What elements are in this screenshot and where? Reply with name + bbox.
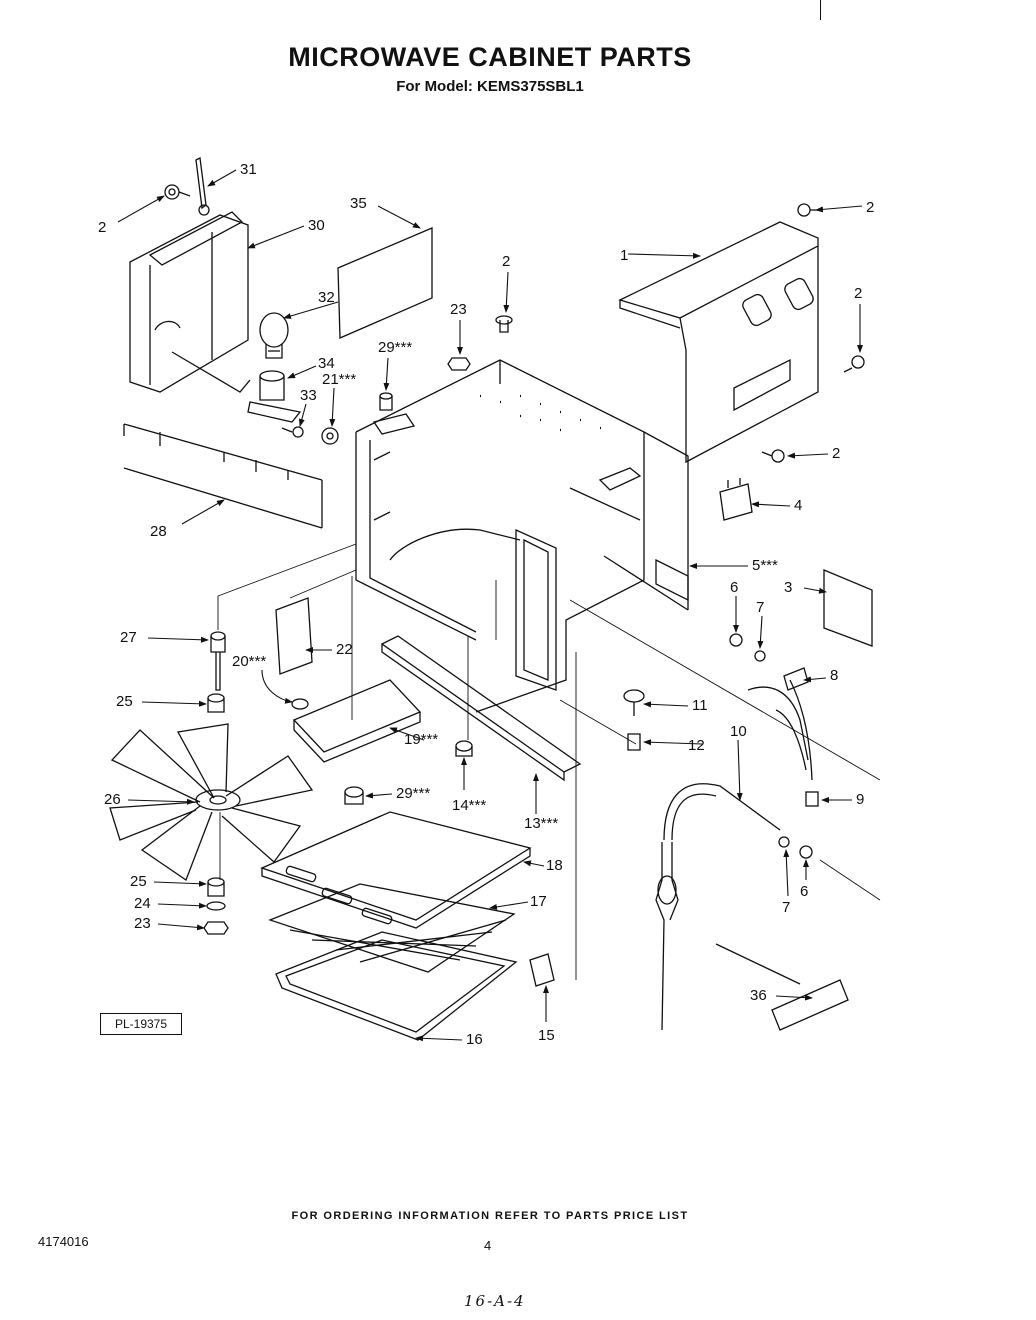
handwritten-note: 16-A-4 [464, 1292, 526, 1310]
shaft-27 [210, 631, 226, 691]
spacer-14 [455, 740, 473, 757]
tray-16 [275, 931, 518, 1041]
rack-17 [268, 883, 516, 973]
screw-icon [281, 426, 304, 438]
model-subtitle: For Model: KEMS375SBL1 [396, 78, 584, 95]
bushing-25 [207, 693, 225, 713]
grommet-icon [729, 633, 813, 859]
callout-2: 2 [502, 253, 510, 270]
callout-34: 34 [318, 355, 335, 372]
page-number: 4 [484, 1238, 492, 1253]
callout-1: 1 [620, 247, 628, 264]
lamp-housing-bracket [129, 211, 251, 393]
callout-21: 21*** [322, 371, 356, 388]
guide-lines [217, 543, 881, 980]
cavity-body [355, 359, 689, 713]
strip-13 [380, 635, 582, 782]
fastener-12 [627, 733, 641, 751]
latch-36 [715, 943, 849, 1031]
callout-16: 16 [466, 1031, 483, 1048]
callout-32: 32 [318, 289, 335, 306]
callout-23: 23 [450, 301, 467, 318]
cover-panel-3 [823, 569, 873, 647]
bushing-25-lower [207, 877, 225, 897]
callout-17: 17 [530, 893, 547, 910]
callout-labels: 31 2 30 35 2 1 2 2 32 23 29*** 34 21*** … [98, 161, 874, 1048]
switch-icon [719, 478, 753, 521]
callout-31: 31 [240, 161, 257, 178]
callout-6: 6 [800, 883, 808, 900]
plate-number: PL-19375 [100, 1013, 182, 1035]
plate-22 [275, 597, 313, 675]
screw-icon [164, 184, 191, 200]
stirrer-fan-icon [109, 723, 314, 882]
gear-icon [321, 427, 339, 445]
callout-26: 26 [104, 791, 121, 808]
callout-4: 4 [794, 497, 802, 514]
callout-18: 18 [546, 857, 563, 874]
callout-29: 29*** [378, 339, 412, 356]
mounting-holes [480, 394, 601, 432]
fastener-11 [623, 689, 645, 716]
bracket-19 [292, 679, 422, 763]
panel-35 [337, 227, 433, 339]
sensor-29 [372, 392, 416, 435]
callout-35: 35 [350, 195, 367, 212]
callout-13: 13*** [524, 815, 558, 832]
screw-icon [495, 315, 513, 333]
callout-5: 5*** [752, 557, 778, 574]
callout-19: 19*** [404, 731, 438, 748]
callout-14: 14*** [452, 797, 486, 814]
callout-6: 6 [730, 579, 738, 596]
callout-2: 2 [98, 219, 106, 236]
callout-20: 20*** [232, 653, 266, 670]
cover-plate-18 [260, 811, 532, 929]
bracket-31 [195, 157, 210, 216]
callout-28: 28 [150, 523, 167, 540]
leader-lines [117, 169, 863, 1042]
callout-7: 7 [756, 599, 764, 616]
callout-25: 25 [116, 693, 133, 710]
callout-2: 2 [832, 445, 840, 462]
callout-8: 8 [830, 667, 838, 684]
callout-22: 22 [336, 641, 353, 658]
callout-9: 9 [856, 791, 864, 808]
wire-harness [747, 667, 813, 781]
sensor-29-lower [344, 786, 364, 805]
rail-28 [123, 423, 323, 529]
washer-24 [206, 901, 226, 911]
spacer-20 [291, 698, 309, 710]
page-title: MICROWAVE CABINET PARTS [288, 42, 692, 72]
callout-29: 29*** [396, 785, 430, 802]
clip-15 [529, 953, 555, 987]
screw-icon [761, 203, 865, 463]
callout-3: 3 [784, 579, 792, 596]
callout-11: 11 [692, 697, 708, 714]
nut-icon [203, 921, 229, 935]
callout-30: 30 [308, 217, 325, 234]
cabinet-wrapper-1 [618, 221, 819, 464]
nut-icon [447, 357, 471, 371]
callout-27: 27 [120, 629, 137, 646]
callout-23: 23 [134, 915, 151, 932]
probe-cable [655, 783, 781, 1031]
callout-12: 12 [688, 737, 705, 754]
lamp-socket [247, 370, 302, 423]
callout-7: 7 [782, 899, 790, 916]
callout-10: 10 [730, 723, 747, 740]
edge-mark [820, 0, 821, 20]
document-number: 4174016 [38, 1234, 89, 1249]
callout-15: 15 [538, 1027, 555, 1044]
callout-25: 25 [130, 873, 147, 890]
connector-9 [805, 791, 819, 807]
callout-2: 2 [854, 285, 862, 302]
ordering-note: FOR ORDERING INFORMATION REFER TO PARTS … [291, 1210, 689, 1222]
callout-24: 24 [134, 895, 151, 912]
lamp-bulb-icon [259, 312, 289, 359]
callout-2: 2 [866, 199, 874, 216]
callout-36: 36 [750, 987, 767, 1004]
callout-33: 33 [300, 387, 317, 404]
